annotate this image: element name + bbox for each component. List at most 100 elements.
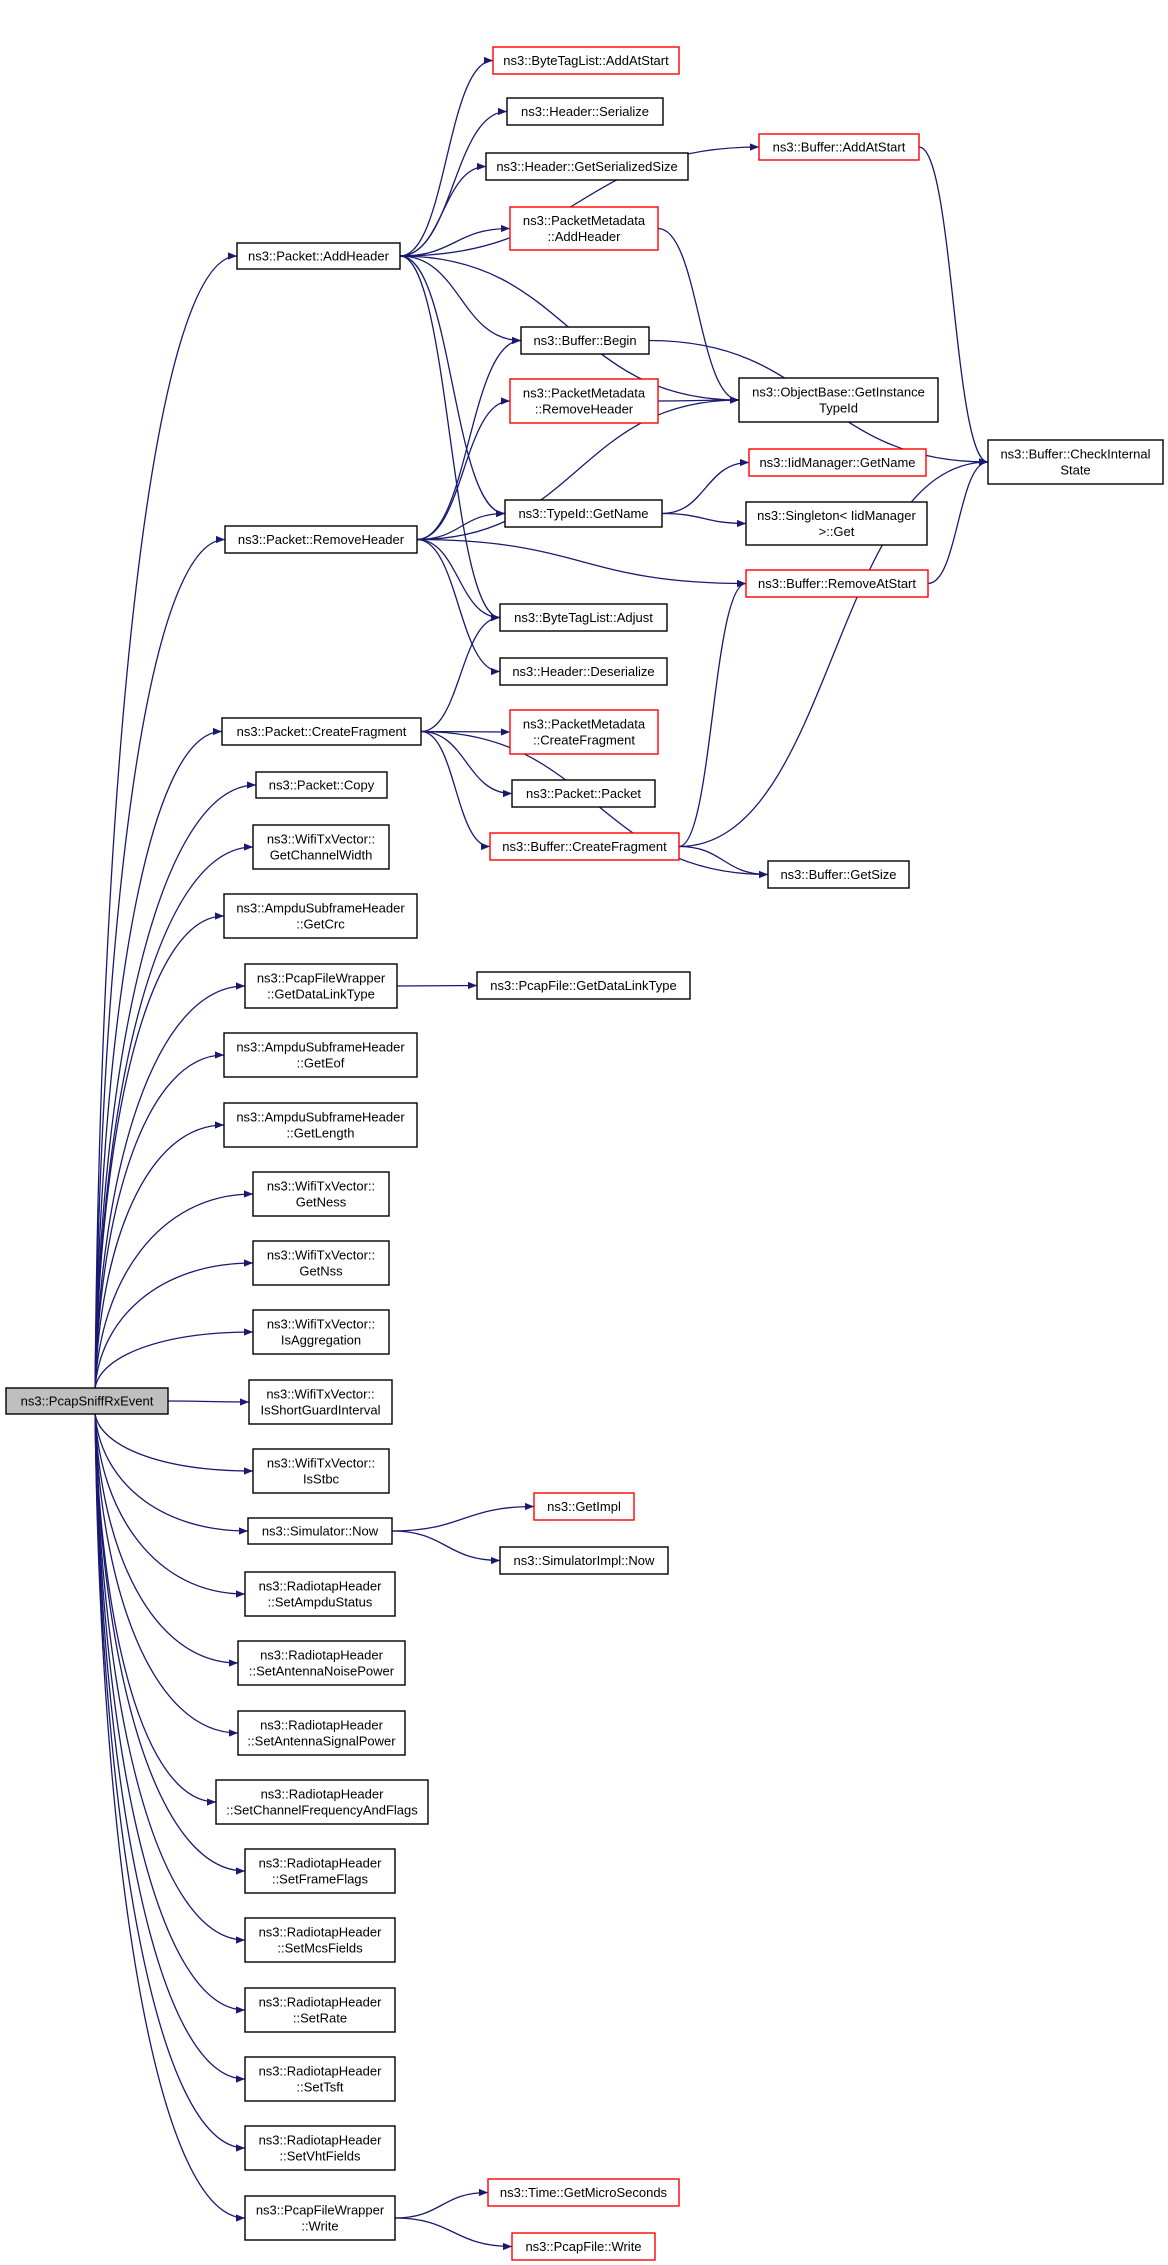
edge-packet-addheader-to-buffer-begin: [399, 255, 522, 345]
node-pcapfilewrapper-write[interactable]: ns3::PcapFileWrapper::Write: [244, 2195, 396, 2241]
edge-packet-addheader-to-bytetaglist-adjust: [399, 255, 501, 622]
node-radiotapheader-setrate[interactable]: ns3::RadiotapHeader::SetRate: [244, 1987, 396, 2033]
node-root[interactable]: ns3::PcapSniffRxEvent: [5, 1387, 169, 1415]
node-label: ns3::Buffer::Begin: [533, 333, 636, 348]
node-radiotapheader-setframeflags[interactable]: ns3::RadiotapHeader::SetFrameFlags: [244, 1848, 396, 1894]
node-ampdusubframeheader-getcrc[interactable]: ns3::AmpduSubframeHeader::GetCrc: [223, 893, 418, 939]
node-label: ::SetAntennaSignalPower: [247, 1734, 396, 1749]
node-simulator-now[interactable]: ns3::Simulator::Now: [247, 1517, 393, 1545]
edge-simulator-now-to-getimpl: [391, 1502, 535, 1532]
node-ampdusubframeheader-geteof[interactable]: ns3::AmpduSubframeHeader::GetEof: [223, 1032, 418, 1078]
node-header-serialize[interactable]: ns3::Header::Serialize: [506, 97, 664, 126]
edge-packet-createfragment-to-packet-packet: [420, 730, 513, 798]
node-pcapfile-getdatalinktype[interactable]: ns3::PcapFile::GetDataLinkType: [476, 971, 691, 1000]
node-label: ns3::TypeId::GetName: [518, 506, 648, 521]
edge-packet-addheader-to-buffer-addatstart: [399, 143, 760, 257]
node-radiotapheader-setantennanoisepower[interactable]: ns3::RadiotapHeader::SetAntennaNoisePowe…: [237, 1640, 406, 1686]
node-label: GetChannelWidth: [270, 848, 373, 863]
node-packet-createfragment[interactable]: ns3::Packet::CreateFragment: [221, 717, 422, 746]
node-simulatorimpl-now[interactable]: ns3::SimulatorImpl::Now: [499, 1546, 669, 1575]
node-label: ns3::RadiotapHeader: [260, 1648, 384, 1663]
node-packetmetadata-removeheader[interactable]: ns3::PacketMetadata::RemoveHeader: [509, 378, 659, 424]
node-radiotapheader-settsft[interactable]: ns3::RadiotapHeader::SetTsft: [244, 2056, 396, 2102]
node-wifitxvector-isstbc[interactable]: ns3::WifiTxVector::IsStbc: [252, 1448, 390, 1494]
node-getimpl[interactable]: ns3::GetImpl: [533, 1492, 635, 1521]
edge-root-to-packet-copy: [94, 781, 257, 1389]
edge-buffer-createfragment-to-buffer-getsize: [678, 845, 769, 879]
edge-pcapfilewrapper-getdatalinktype-to-pcapfile-getdatalinktype: [396, 981, 478, 990]
node-label: ns3::Header::GetSerializedSize: [496, 159, 677, 174]
node-buffer-getsize[interactable]: ns3::Buffer::GetSize: [767, 860, 910, 889]
node-label: ::GetCrc: [296, 917, 345, 932]
node-box: [224, 525, 418, 554]
node-box: [489, 832, 680, 861]
node-header-deserialize[interactable]: ns3::Header::Deserialize: [499, 657, 668, 686]
node-pcapfile-write[interactable]: ns3::PcapFile::Write: [511, 2232, 656, 2261]
edge-packet-removeheader-to-objectbase-getinstancetypeid: [416, 396, 740, 541]
node-label: ns3::RadiotapHeader: [259, 1925, 383, 1940]
node-label: ns3::RadiotapHeader: [259, 1856, 383, 1871]
node-buffer-createfragment[interactable]: ns3::Buffer::CreateFragment: [489, 832, 680, 861]
node-radiotapheader-setmcsfields[interactable]: ns3::RadiotapHeader::SetMcsFields: [244, 1917, 396, 1963]
node-packetmetadata-addheader[interactable]: ns3::PacketMetadata::AddHeader: [509, 206, 659, 251]
node-box: [252, 1448, 390, 1494]
node-box: [244, 963, 398, 1009]
edge-root-to-radiotapheader-setrate: [94, 1413, 246, 2014]
node-radiotapheader-setvhtfields[interactable]: ns3::RadiotapHeader::SetVhtFields: [244, 2125, 396, 2171]
node-label: ::Write: [301, 2219, 338, 2234]
node-box: [492, 46, 680, 75]
node-box: [248, 1379, 393, 1425]
node-label: ns3::Buffer::GetSize: [780, 867, 896, 882]
node-ampdusubframeheader-getlength[interactable]: ns3::AmpduSubframeHeader::GetLength: [223, 1102, 418, 1148]
node-wifitxvector-getchannelwidth[interactable]: ns3::WifiTxVector::GetChannelWidth: [252, 824, 390, 870]
node-typeid-getname[interactable]: ns3::TypeId::GetName: [504, 499, 663, 528]
node-radiotapheader-setchannelfrequencyandflags[interactable]: ns3::RadiotapHeader::SetChannelFrequency…: [215, 1779, 429, 1825]
node-label: IsShortGuardInterval: [261, 1403, 381, 1418]
node-singleton-get[interactable]: ns3::Singleton< IidManager>::Get: [745, 501, 928, 546]
node-box: [252, 1309, 390, 1355]
node-radiotapheader-setampdustatus[interactable]: ns3::RadiotapHeader::SetAmpduStatus: [244, 1571, 396, 1617]
node-wifitxvector-isshortguardinterval[interactable]: ns3::WifiTxVector::IsShortGuardInterval: [248, 1379, 393, 1425]
node-box: [244, 1848, 396, 1894]
node-buffer-begin[interactable]: ns3::Buffer::Begin: [520, 326, 650, 355]
edge-pcapfilewrapper-write-to-time-getmicroseconds: [394, 2188, 489, 2219]
node-buffer-addatstart[interactable]: ns3::Buffer::AddAtStart: [758, 133, 920, 161]
edge-root-to-ampdusubframeheader-geteof: [94, 1051, 225, 1389]
node-wifitxvector-getness[interactable]: ns3::WifiTxVector::GetNess: [252, 1171, 390, 1217]
node-box: [221, 717, 422, 746]
node-label: ::GetLength: [287, 1126, 355, 1141]
node-box: [255, 771, 388, 799]
node-label: ns3::AmpduSubframeHeader: [236, 1110, 405, 1125]
node-box: [509, 206, 659, 251]
node-wifitxvector-getnss[interactable]: ns3::WifiTxVector::GetNss: [252, 1240, 390, 1286]
node-bytetaglist-adjust[interactable]: ns3::ByteTagList::Adjust: [499, 603, 668, 632]
node-header-getserializedsize[interactable]: ns3::Header::GetSerializedSize: [485, 152, 689, 181]
node-label: ns3::PcapFile::Write: [525, 2239, 641, 2254]
node-label: ns3::Header::Deserialize: [512, 664, 654, 679]
node-packet-packet[interactable]: ns3::Packet::Packet: [511, 779, 656, 808]
edge-packet-createfragment-to-bytetaglist-adjust: [420, 613, 501, 733]
node-packet-removeheader[interactable]: ns3::Packet::RemoveHeader: [224, 525, 418, 554]
node-bytetaglist-addatstart[interactable]: ns3::ByteTagList::AddAtStart: [492, 46, 680, 75]
node-box: [506, 97, 664, 126]
node-label: ::CreateFragment: [533, 733, 635, 748]
edge-buffer-createfragment-to-buffer-removeatstart: [678, 579, 747, 848]
node-packet-copy[interactable]: ns3::Packet::Copy: [255, 771, 388, 799]
node-wifitxvector-isaggregation[interactable]: ns3::WifiTxVector::IsAggregation: [252, 1309, 390, 1355]
node-label: ns3::RadiotapHeader: [259, 1995, 383, 2010]
edge-root-to-radiotapheader-setmcsfields: [94, 1413, 246, 1944]
node-iidmanager-getname[interactable]: ns3::IidManager::GetName: [748, 448, 927, 477]
node-buffer-removeatstart[interactable]: ns3::Buffer::RemoveAtStart: [745, 569, 929, 598]
node-packet-addheader[interactable]: ns3::Packet::AddHeader: [236, 242, 401, 270]
node-label: ns3::RadiotapHeader: [261, 1787, 385, 1802]
edge-root-to-wifitxvector-getness: [94, 1190, 254, 1389]
node-packetmetadata-createfragment[interactable]: ns3::PacketMetadata::CreateFragment: [509, 709, 659, 755]
node-pcapfilewrapper-getdatalinktype[interactable]: ns3::PcapFileWrapper::GetDataLinkType: [244, 963, 398, 1009]
node-box: [236, 242, 401, 270]
node-time-getmicroseconds[interactable]: ns3::Time::GetMicroSeconds: [487, 2178, 680, 2207]
node-radiotapheader-setantennasignalpower[interactable]: ns3::RadiotapHeader::SetAntennaSignalPow…: [237, 1710, 406, 1756]
node-box: [499, 603, 668, 632]
node-label: ns3::SimulatorImpl::Now: [514, 1553, 655, 1568]
